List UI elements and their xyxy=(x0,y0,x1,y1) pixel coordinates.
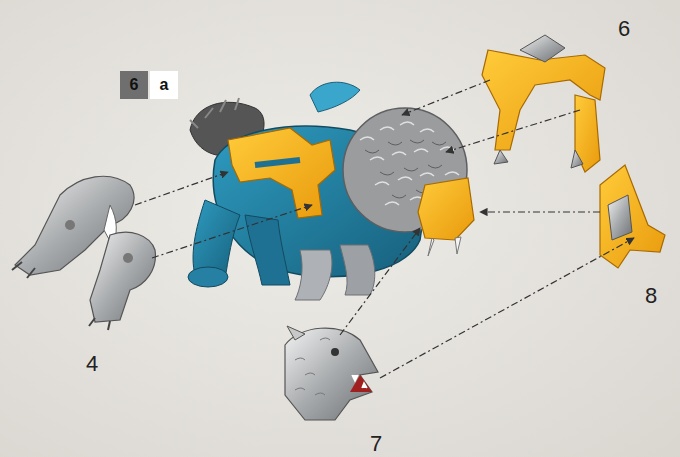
assembly-arrows-shape xyxy=(380,238,634,378)
assembly-arrows-shape xyxy=(446,110,580,152)
part-7-wolf-head-shape xyxy=(352,375,367,388)
creature-body-shape xyxy=(228,128,335,218)
creature-body-shape xyxy=(428,237,461,256)
part-7-wolf-head-shape xyxy=(350,375,372,392)
part-7-wolf-head xyxy=(285,326,378,420)
creature-body-shape xyxy=(255,160,300,165)
creature-body-shape xyxy=(188,267,228,287)
part-7-wolf-head-shape xyxy=(287,326,305,340)
part-4-claws-shape xyxy=(65,220,75,230)
part-4-claws-shape xyxy=(89,318,110,330)
assembly-arrows xyxy=(135,80,634,378)
part-6-back-armor xyxy=(482,35,605,172)
part-6-back-armor-shape xyxy=(520,35,565,62)
assembly-arrows-shape xyxy=(402,80,490,115)
callout-number: 4 xyxy=(86,353,98,375)
callout-number: 8 xyxy=(645,285,657,307)
creature-body xyxy=(188,82,474,300)
callout-number: 6 xyxy=(618,18,630,40)
assembly-arrows-shape xyxy=(340,228,420,335)
part-8-face-plate-shape xyxy=(608,195,632,240)
creature-body-shape xyxy=(310,82,360,112)
part-7-wolf-head-shape-shape xyxy=(295,338,330,395)
part-7-wolf-head-shape xyxy=(295,338,330,395)
part-4-claws xyxy=(12,176,155,330)
part-7-wolf-head-shape xyxy=(331,348,339,356)
creature-body-shape xyxy=(245,215,290,285)
assembly-arrows-shape xyxy=(135,172,228,205)
creature-body-shape xyxy=(295,250,332,300)
part-4-claws-shape xyxy=(12,262,35,278)
creature-body-shape xyxy=(340,245,375,295)
step-number-box: 6 xyxy=(120,71,148,99)
part-4-claws-shape xyxy=(90,232,155,322)
part-6-back-armor-shape xyxy=(494,150,508,164)
step-label: 6 xyxy=(130,77,139,93)
creature-body-shape xyxy=(190,98,239,128)
creature-body-shape xyxy=(418,178,474,240)
part-6-back-armor-shape xyxy=(571,150,583,168)
substep-letter-box: a xyxy=(150,71,178,99)
step-label: a xyxy=(160,77,169,93)
part-7-wolf-head-shape xyxy=(285,328,378,420)
part-8-face-plate xyxy=(600,165,665,268)
part-8-face-plate-shape xyxy=(600,165,665,268)
part-4-claws-shape xyxy=(123,253,133,263)
assembly-arrows-shape xyxy=(480,211,600,212)
assembly-arrows-shape xyxy=(152,205,312,258)
callout-number: 7 xyxy=(370,433,382,455)
